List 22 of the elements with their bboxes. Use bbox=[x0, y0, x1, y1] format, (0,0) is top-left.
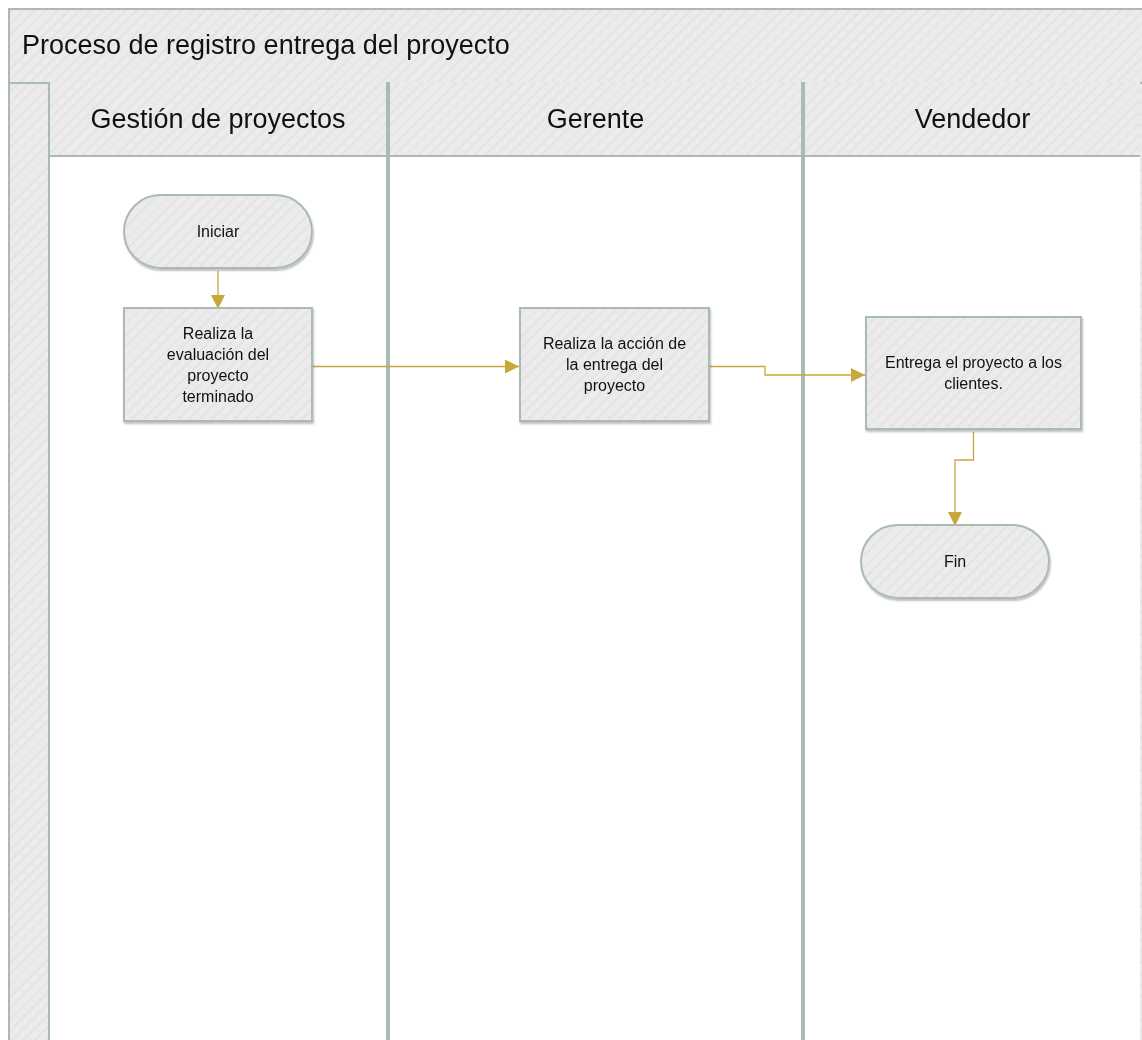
node-label: Realiza la evaluación del proyecto terminado bbox=[165, 323, 271, 407]
node-label: Iniciar bbox=[196, 222, 240, 242]
swimlane bbox=[803, 82, 1140, 1040]
arrow bbox=[312, 359, 520, 374]
process-box bbox=[123, 307, 313, 422]
lane-title: Gestión de proyectos bbox=[89, 104, 347, 135]
arrow bbox=[709, 365, 866, 382]
swimlane bbox=[388, 82, 803, 1040]
arrow bbox=[211, 270, 225, 310]
lane-title: Gerente bbox=[545, 104, 646, 135]
terminal-shape bbox=[123, 194, 313, 269]
lane-title: Vendedor bbox=[913, 104, 1032, 135]
arrow bbox=[948, 431, 975, 527]
terminal-shape bbox=[860, 524, 1050, 599]
pool-title: Proceso de registro entrega del proyecto bbox=[22, 30, 510, 61]
node-label: Entrega el proyecto a los clientes. bbox=[884, 353, 1063, 394]
swimlane bbox=[48, 82, 388, 1040]
process-box bbox=[519, 307, 710, 422]
swimlane-pool bbox=[8, 8, 1142, 1040]
node-label: Realiza la acción de la entrega del proyecto bbox=[541, 334, 688, 396]
node-label: Fin bbox=[943, 552, 967, 572]
process-box bbox=[865, 316, 1082, 430]
